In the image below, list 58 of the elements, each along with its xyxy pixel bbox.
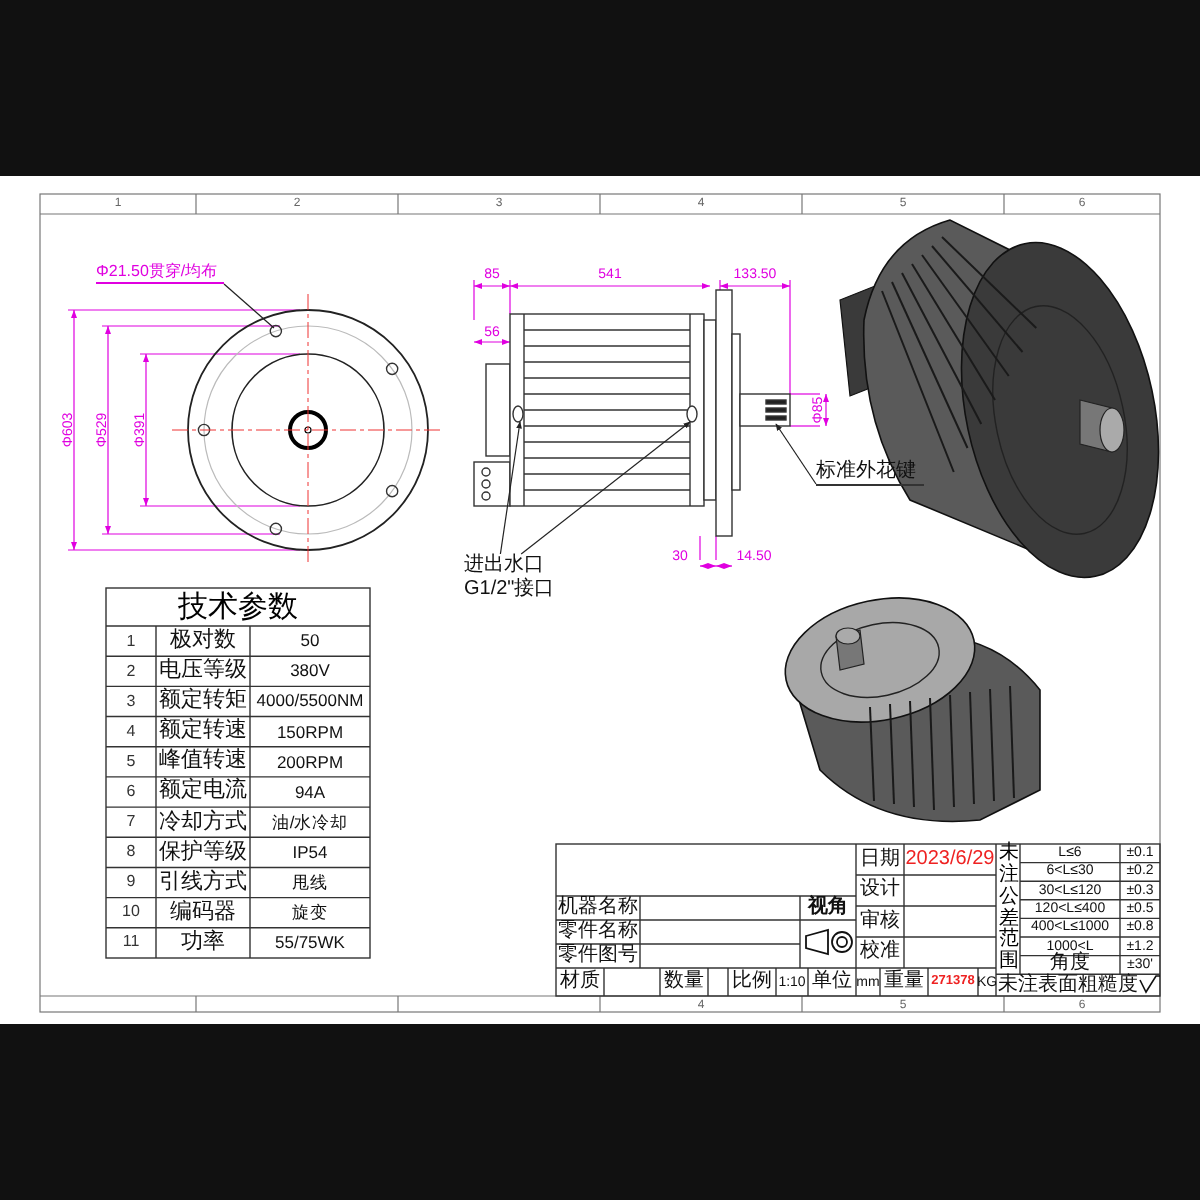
- parameter-name: 额定电流: [157, 776, 249, 807]
- row-number: 9: [124, 870, 138, 895]
- parameter-value: 55/75WK: [273, 930, 347, 957]
- parameter-name: 冷却方式: [157, 807, 249, 838]
- field-label: 机器名称: [556, 896, 640, 920]
- leader-label: 标准外花键: [816, 460, 924, 486]
- leader-line: [775, 423, 817, 485]
- leader-line: [223, 283, 275, 329]
- field-label: 审核: [858, 907, 902, 936]
- parameter-name: 电压等级: [157, 656, 249, 687]
- parameter-name: 保护等级: [157, 837, 249, 868]
- field-label: 视角: [805, 896, 850, 920]
- field-label: 零件图号: [556, 944, 640, 968]
- row-number: 3: [124, 689, 138, 714]
- field-label: 设计: [858, 875, 902, 905]
- parameter-value: 油/水冷却: [269, 809, 351, 836]
- parameter-value: 380V: [288, 658, 332, 685]
- note-text: 未注表面粗糙度: [998, 974, 1138, 996]
- field-label: 校准: [858, 937, 902, 967]
- parameter-name: 额定转矩: [157, 686, 249, 717]
- parameter-name: 额定转速: [157, 716, 249, 747]
- row-number: 8: [124, 840, 138, 865]
- leader-line: [499, 421, 522, 555]
- field-label: 日期: [858, 845, 902, 874]
- parameter-value: 50: [298, 628, 322, 655]
- parameter-name: 编码器: [168, 897, 238, 928]
- row-number: 4: [124, 719, 138, 744]
- tolerance-label: 角度: [1050, 955, 1090, 975]
- field-label: 数量: [662, 968, 706, 996]
- parameter-value: 94A: [292, 779, 328, 806]
- row-number: 11: [120, 930, 142, 955]
- field-label: 材质: [558, 968, 602, 996]
- parameter-name: 峰值转速: [157, 746, 249, 777]
- parameter-name: 功率: [179, 927, 227, 958]
- parameter-value: 200RPM: [274, 749, 346, 776]
- row-number: 1: [124, 629, 138, 654]
- field-label: 比例: [730, 968, 774, 996]
- parameter-name: 极对数: [168, 626, 238, 657]
- table-title: 技术参数: [176, 588, 300, 626]
- leader-line: [520, 421, 691, 555]
- parameter-value: 甩线: [290, 870, 330, 896]
- tolerance-heading: 未注公差范围: [997, 844, 1020, 973]
- row-number: 2: [124, 659, 138, 684]
- field-label: 单位: [810, 968, 854, 996]
- row-number: 7: [124, 810, 138, 835]
- row-number: 10: [120, 900, 142, 925]
- parameter-name: 引线方式: [157, 867, 249, 898]
- field-value: 2023/6/29: [904, 845, 996, 874]
- row-number: 5: [124, 749, 138, 774]
- parameter-value: 150RPM: [274, 719, 346, 746]
- parameter-value: 旋变: [290, 900, 330, 927]
- leader-label: Φ21.50贯穿/均布: [96, 262, 224, 284]
- parameter-value: IP54: [290, 839, 330, 866]
- row-number: 6: [124, 779, 138, 804]
- leader-label: 进出水口 G1/2"接口: [464, 554, 568, 606]
- parameter-value: 4000/5500NM: [254, 688, 366, 715]
- field-label: 重量: [882, 968, 926, 996]
- field-label: 零件名称: [556, 920, 640, 944]
